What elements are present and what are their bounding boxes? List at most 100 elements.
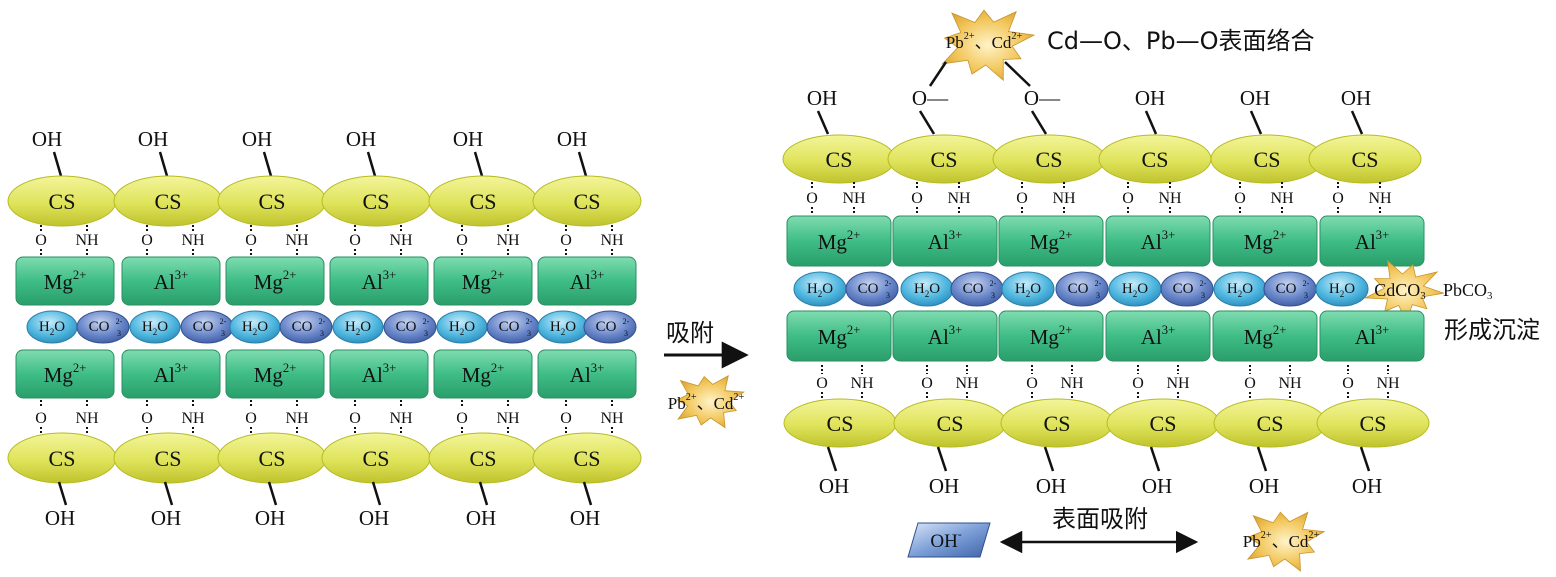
cs-label: CS <box>574 189 601 214</box>
co3-label: CO <box>499 319 520 335</box>
o-label: O <box>141 232 153 249</box>
h2o-label: H2O <box>242 319 268 337</box>
nh-label: NH <box>955 375 979 392</box>
co3-label: CO <box>89 319 110 335</box>
bond-line <box>158 151 169 177</box>
mg-ion-label: Mg2+ <box>44 361 87 387</box>
h2o-label: H2O <box>550 319 576 337</box>
cs-label: CS <box>155 446 182 471</box>
mg-ion-label: Mg2+ <box>254 361 297 387</box>
hydroxide-ion-block <box>907 522 991 558</box>
metal-ions-label: Pb2+、Cd2+ <box>668 392 745 413</box>
hydroxyl-label: OH <box>1341 86 1371 110</box>
nh-label: NH <box>496 410 520 427</box>
cs-ellipse <box>1308 134 1422 184</box>
co3-ion <box>76 310 130 344</box>
co3-label: CO <box>963 281 984 297</box>
adsorption-arrow-label: 吸附 <box>666 319 714 347</box>
co3-ion <box>1055 271 1109 307</box>
h2o-label: H2O <box>39 319 65 337</box>
hydroxide-ion-label: OH- <box>930 529 961 552</box>
al-ion-label: Al3+ <box>928 228 962 254</box>
co3-ion <box>1160 271 1214 307</box>
cs-label: CS <box>363 446 390 471</box>
mg-ion-label: Mg2+ <box>1244 323 1287 349</box>
hydroxyl-label: OH <box>557 127 587 151</box>
hydroxyl-label: OH <box>32 127 62 151</box>
cs-ellipse <box>1316 398 1430 448</box>
cs-label: CS <box>1257 411 1284 436</box>
cs-label: CS <box>826 147 853 172</box>
al-block <box>1319 310 1425 362</box>
mg-ion-label: Mg2+ <box>818 228 861 254</box>
mg-ion-label: Mg2+ <box>462 361 505 387</box>
bond-line <box>473 151 484 177</box>
co3-charge: 2- <box>526 317 533 326</box>
hydroxyl-label: OH <box>45 506 75 530</box>
bond-line <box>1149 446 1161 472</box>
bond-line <box>57 481 68 506</box>
al-block <box>329 349 429 399</box>
mg-block <box>998 310 1104 362</box>
nh-label: NH <box>600 232 624 249</box>
hydroxyl-label: OH <box>255 506 285 530</box>
nh-label: NH <box>389 410 413 427</box>
al-block <box>329 256 429 306</box>
al-ion-label: Al3+ <box>362 268 396 294</box>
nh-label: NH <box>389 232 413 249</box>
hydroxyl-label: OH <box>346 127 376 151</box>
nh-label: NH <box>600 410 624 427</box>
nh-label: NH <box>496 232 520 249</box>
co3-ion <box>383 310 437 344</box>
mg-block <box>786 310 892 362</box>
al-ion-label: Al3+ <box>570 361 604 387</box>
bond-line <box>936 446 948 472</box>
metal-ion-star <box>941 9 1036 82</box>
cs-label: CS <box>155 189 182 214</box>
al-ion-label: Al3+ <box>570 268 604 294</box>
o-label: O <box>911 190 923 207</box>
h2o-label: H2O <box>914 281 940 299</box>
nh-label: NH <box>1278 375 1302 392</box>
mg-block <box>433 256 533 306</box>
o-label: O <box>349 410 361 427</box>
cs-label: CS <box>574 446 601 471</box>
co3-label: CO <box>858 281 879 297</box>
h2o-label: H2O <box>345 319 371 337</box>
nh-label: NH <box>947 190 971 207</box>
o-label: O <box>1026 375 1038 392</box>
hydroxyl-label: OH <box>1249 474 1279 498</box>
surface-adsorption-label: 表面吸附 <box>1052 505 1148 533</box>
mg-block <box>1212 310 1318 362</box>
h2o-molecule <box>1001 271 1055 307</box>
cs-label: CS <box>1254 147 1281 172</box>
hydroxyl-label: OH <box>1240 86 1270 110</box>
nh-label: NH <box>285 232 309 249</box>
cs-label: CS <box>259 189 286 214</box>
co3-sub: 3 <box>886 291 890 300</box>
cs-label: CS <box>470 189 497 214</box>
mg-ion-label: Mg2+ <box>44 268 87 294</box>
mg-block <box>225 256 325 306</box>
cs-label: CS <box>1352 147 1379 172</box>
co3-charge: 2- <box>1200 279 1207 288</box>
cs-label: CS <box>49 189 76 214</box>
co3-label: CO <box>292 319 313 335</box>
cs-label: CS <box>937 411 964 436</box>
bond-line <box>1043 446 1055 472</box>
mg-ion-label: Mg2+ <box>818 323 861 349</box>
nh-label: NH <box>181 232 205 249</box>
hydroxyl-label: OH <box>453 127 483 151</box>
mg-block <box>15 349 115 399</box>
hydroxyl-label: OH <box>819 474 849 498</box>
hydroxyl-label: OH <box>1352 474 1382 498</box>
bond-line <box>582 481 593 506</box>
mg-ion-label: Mg2+ <box>254 268 297 294</box>
h2o-label: H2O <box>1015 281 1041 299</box>
cs-label: CS <box>1044 411 1071 436</box>
cdco3-label: CdCO3 <box>1374 280 1425 302</box>
bond-line <box>52 151 63 177</box>
bond-line <box>262 151 273 177</box>
bond-line <box>1004 61 1031 87</box>
